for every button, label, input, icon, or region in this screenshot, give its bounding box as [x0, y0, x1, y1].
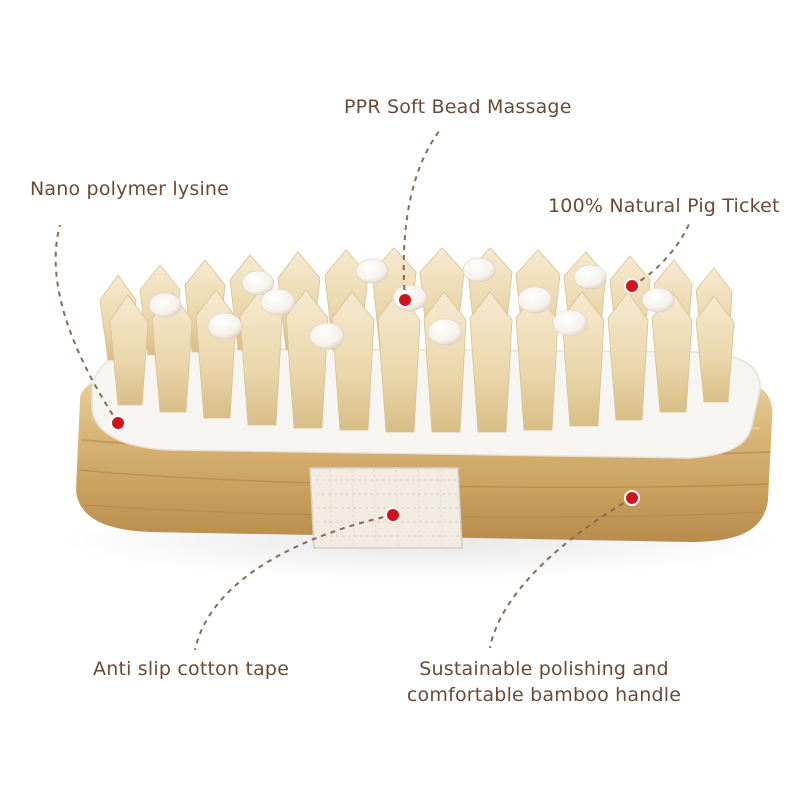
cotton-tape — [309, 467, 463, 549]
leader-line-tape — [194, 514, 394, 651]
callout-markers — [110, 278, 640, 523]
leader-lines — [54, 129, 691, 651]
leader-line-beads — [402, 129, 441, 301]
leader-line-handle — [489, 497, 633, 649]
leader-line-bristles — [631, 221, 691, 287]
label-natural-bristles: 100% Natural Pig Ticket — [548, 195, 780, 217]
label-bamboo-handle-line2: comfortable bamboo handle — [406, 684, 682, 706]
marker-dot-beads — [397, 292, 413, 308]
marker-dot-bristles — [624, 278, 640, 294]
label-bead-massage: PPR Soft Bead Massage — [344, 96, 572, 118]
label-cotton-tape: Anti slip cotton tape — [93, 658, 290, 680]
marker-dot-tape — [385, 507, 401, 523]
label-bamboo-handle-line1: Sustainable polishing and — [419, 658, 669, 680]
marker-dot-polymer — [110, 415, 126, 431]
marker-dot-handle — [624, 490, 640, 506]
label-nano-polymer: Nano polymer lysine — [30, 178, 230, 200]
leader-line-polymer — [54, 224, 119, 424]
